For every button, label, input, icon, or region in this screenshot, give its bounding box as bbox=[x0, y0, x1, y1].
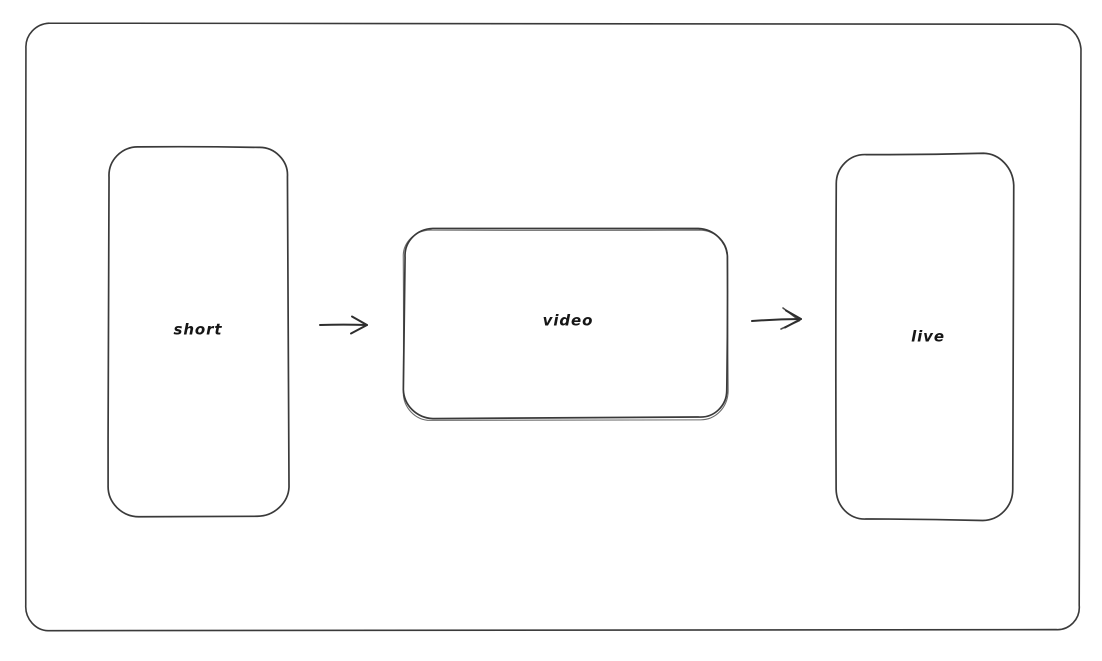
node-video-outline-sketch-overlap bbox=[402, 229, 729, 421]
arrowhead-icon bbox=[350, 315, 368, 335]
node-short-outline bbox=[107, 145, 290, 518]
arrow-shaft bbox=[751, 318, 802, 322]
arrow-video-to-live bbox=[751, 307, 802, 330]
outer-frame bbox=[24, 22, 1082, 632]
node-live-outline bbox=[834, 152, 1015, 522]
node-label-short: short bbox=[173, 320, 223, 339]
node-video[interactable] bbox=[402, 227, 729, 421]
node-label-video: video bbox=[542, 311, 594, 330]
outer-frame-outline bbox=[24, 22, 1082, 632]
node-short[interactable] bbox=[107, 145, 290, 518]
arrow-short-to-video bbox=[319, 315, 368, 335]
arrowhead-icon-second-stroke bbox=[780, 307, 801, 330]
node-label-live: live bbox=[911, 327, 945, 346]
node-live[interactable] bbox=[834, 152, 1015, 522]
